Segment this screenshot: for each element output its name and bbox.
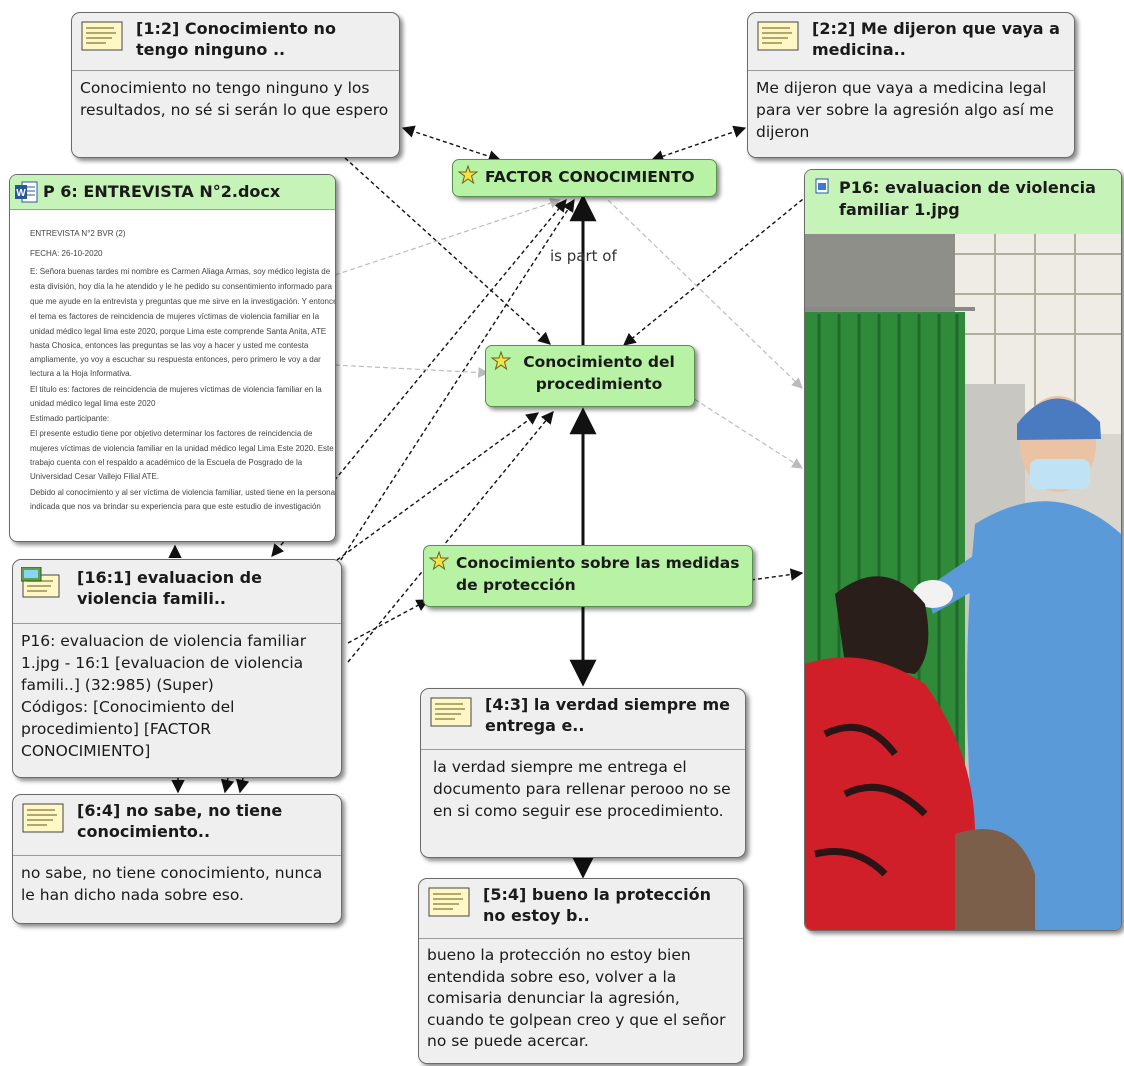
code-conocimiento-medidas[interactable]: Conocimiento sobre las medidas de protec… — [423, 545, 753, 607]
word-doc-icon: W — [15, 181, 38, 203]
document-preview-line: Debido al conocimiento y al ser víctima … — [30, 488, 336, 497]
link-q16-1-q6-4-c — [235, 777, 250, 794]
quotation-5-4[interactable]: [5:4] bueno la protección no estoy b.. b… — [418, 878, 744, 1064]
document-preview-line: El título es: factores de reincidencia d… — [30, 385, 322, 394]
quotation-icon — [430, 697, 472, 727]
quotation-icon — [81, 21, 123, 51]
quotation-text: P16: evaluacion de violencia familiar 1.… — [21, 632, 307, 694]
quotation-title: [5:4] bueno la protección no estoy b.. — [483, 885, 712, 925]
document-preview-line: el tema es factores de reincidencia de m… — [30, 312, 320, 321]
link-q2-2-factor — [650, 125, 747, 163]
document-preview-line: mujeres víctimas de violencia familiar e… — [30, 444, 334, 453]
link-p6-procedimiento — [334, 364, 490, 378]
document-preview-line: ampliamente, yo voy a escuchar su respue… — [30, 355, 321, 364]
quotation-4-3[interactable]: [4:3] la verdad siempre me entrega e.. l… — [420, 688, 746, 858]
document-preview-line: Universidad Cesar Vallejo Filial ATE. — [30, 472, 160, 481]
code-conocimiento-procedimiento[interactable]: Conocimiento del procedimiento — [485, 345, 695, 407]
document-preview-line: lectura a la Hoja Informativa. — [30, 369, 132, 378]
quotation-2-2[interactable]: [2:2] Me dijeron que vaya a medicina.. M… — [747, 12, 1075, 158]
document-preview-line: hasta Chosica, entonces las preguntas se… — [30, 341, 309, 350]
link-p6-factor — [334, 197, 562, 276]
relation-label: is part of — [550, 247, 617, 265]
image-quotation-icon — [21, 567, 60, 598]
document-preview-line: E: Señora buenas tardes mi nombre es Car… — [30, 267, 331, 276]
document-preview-line: que me ayude en la entrevista y pregunta… — [30, 297, 336, 306]
link-p16-procedimiento — [623, 194, 809, 346]
document-preview-line: esta división, hoy día la he atendido y … — [30, 282, 332, 291]
code-label: Conocimiento del procedimiento — [523, 353, 675, 393]
quotation-text: bueno la protección no estoy bien entend… — [427, 946, 726, 1050]
document-preview-line: ENTREVISTA N°2 BVR (2) — [30, 229, 126, 238]
quotation-title: [1:2] Conocimiento no tengo ninguno .. — [136, 19, 336, 59]
document-preview-line: FECHA: 26-10-2020 — [30, 249, 103, 258]
document-preview-line: Estimado participante: — [30, 414, 110, 423]
link-q16-1-procedimiento-a — [336, 412, 540, 561]
link-q16-1-medidas — [347, 599, 430, 644]
primary-document-p6[interactable]: W P 6: ENTREVISTA N°2.docx ENTREVISTA N°… — [9, 174, 336, 542]
link-q16-1-q6-4-b — [220, 777, 235, 794]
quotation-title: [4:3] la verdad siempre me entrega e.. — [485, 695, 730, 735]
svg-text:W: W — [16, 188, 26, 199]
code-icon — [458, 165, 478, 185]
quotation-title: [6:4] no sabe, no tiene conocimiento.. — [77, 801, 283, 841]
document-preview-line: unidad médico legal lima este 2020, porq… — [30, 327, 327, 336]
quotation-text: Me dijeron que vaya a medicina legal par… — [756, 79, 1054, 141]
quotation-codes: Códigos: [Conocimiento del procedimiento… — [21, 698, 235, 760]
code-icon — [491, 351, 511, 371]
link-factor-p16 — [607, 199, 803, 389]
document-preview-line: trabajo cuenta con el respaldo a académi… — [30, 458, 303, 467]
document-preview-line: indicada que nos va brindar su experienc… — [30, 502, 321, 511]
quotation-icon — [757, 21, 799, 51]
document-title: P16: evaluacion de violencia familiar 1.… — [839, 178, 1096, 219]
quotation-icon — [22, 803, 64, 833]
quotation-16-1[interactable]: [16:1] evaluacion de violencia famili.. … — [12, 559, 342, 778]
quotation-text: Conocimiento no tengo ninguno y los resu… — [80, 79, 389, 119]
link-medidas-p16 — [750, 568, 804, 581]
image-doc-icon — [815, 178, 829, 194]
code-icon — [429, 551, 449, 571]
primary-document-p16[interactable]: P16: evaluacion de violencia familiar 1.… — [804, 169, 1122, 931]
link-q16-1-factor-b — [336, 198, 575, 567]
link-procedimiento-p16 — [687, 394, 803, 469]
code-factor-conocimiento[interactable]: FACTOR CONOCIMIENTO — [452, 159, 717, 197]
document-preview-line: unidad médico legal lima este 2020 — [30, 399, 156, 408]
link-q1-2-factor — [401, 125, 502, 163]
document-title: P 6: ENTREVISTA N°2.docx — [43, 182, 281, 201]
quotation-text: no sabe, no tiene conocimiento, nunca le… — [21, 864, 323, 904]
quotation-text: la verdad siempre me entrega el document… — [433, 758, 731, 820]
code-label: FACTOR CONOCIMIENTO — [485, 168, 695, 186]
quotation-title: [2:2] Me dijeron que vaya a medicina.. — [812, 19, 1060, 59]
document-preview-line: El presente estudio tiene por objetivo d… — [30, 429, 313, 438]
quotation-icon — [428, 887, 470, 917]
link-q16-1-procedimiento-b — [347, 411, 554, 663]
code-label: Conocimiento sobre las medidas de protec… — [456, 554, 740, 594]
quotation-6-4[interactable]: [6:4] no sabe, no tiene conocimiento.. n… — [12, 794, 342, 924]
quotation-title: [16:1] evaluacion de violencia famili.. — [77, 568, 262, 608]
document-photo — [805, 234, 1121, 930]
quotation-1-2[interactable]: [1:2] Conocimiento no tengo ninguno .. C… — [71, 12, 400, 158]
